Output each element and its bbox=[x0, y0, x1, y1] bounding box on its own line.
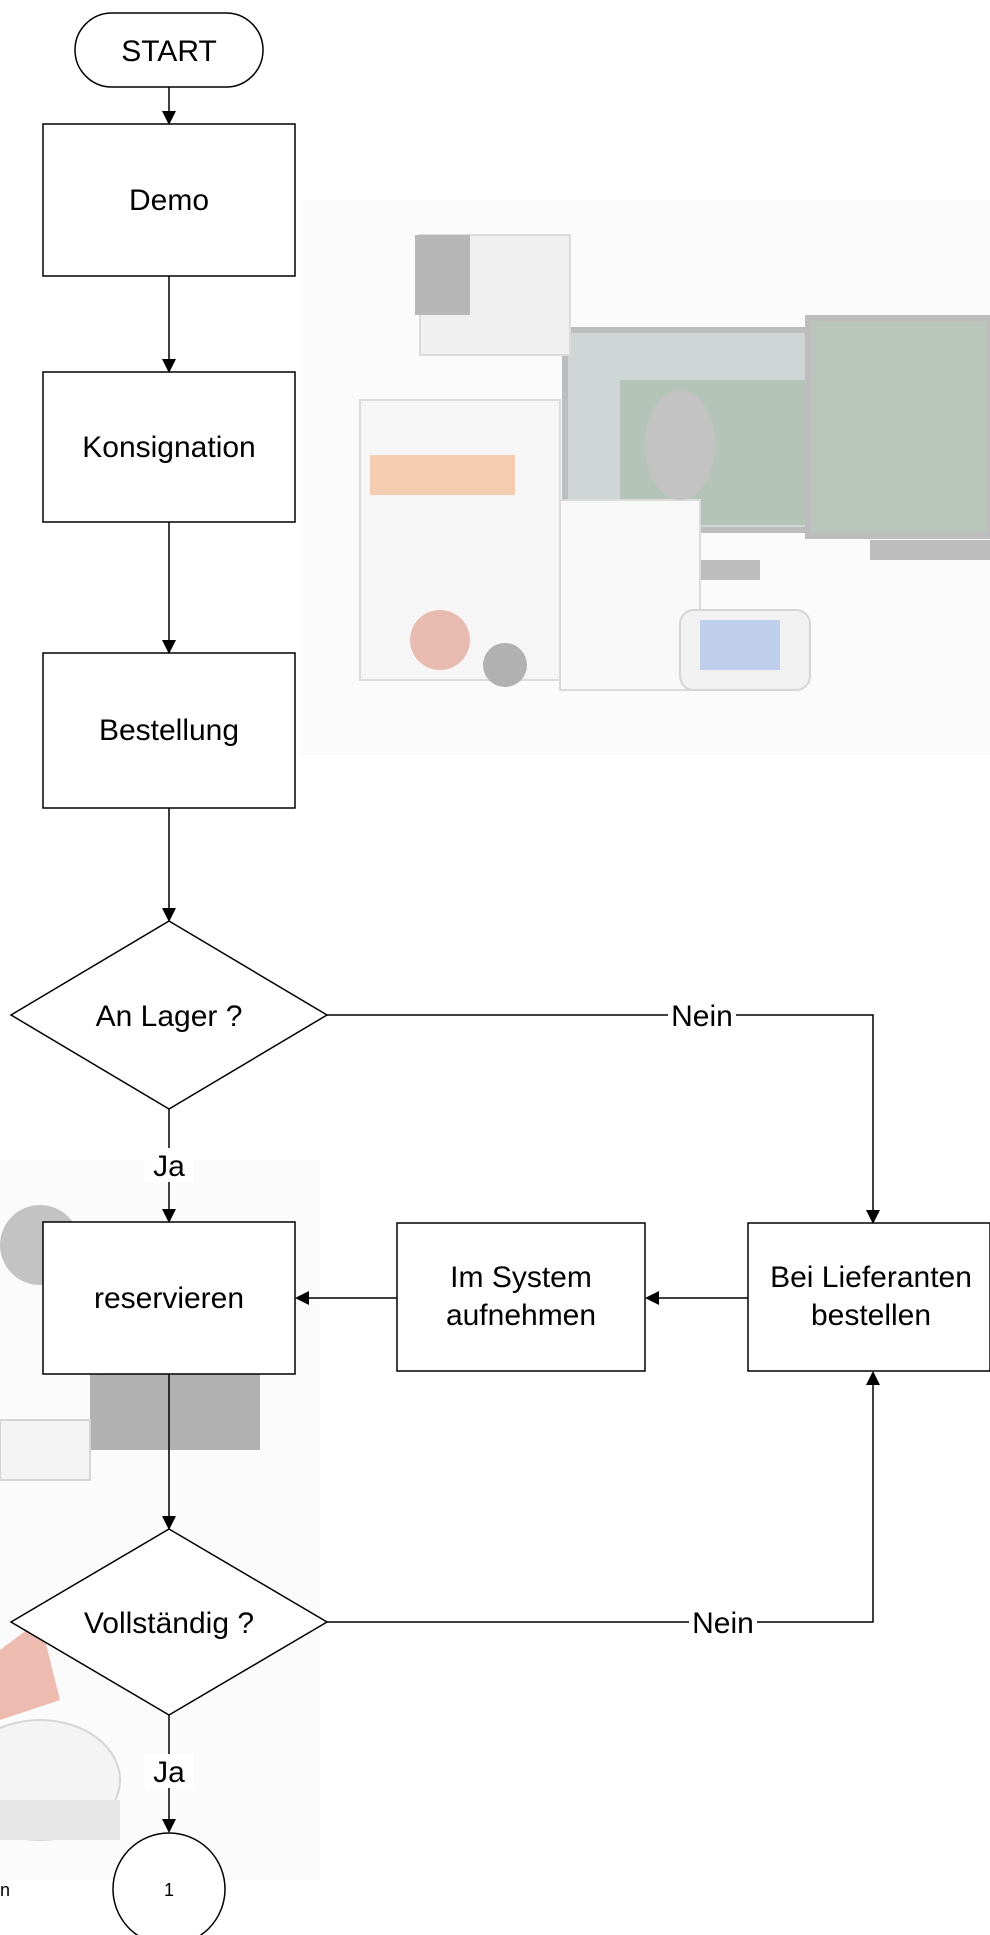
truncated-text: n bbox=[0, 1880, 10, 1900]
bestellung-box bbox=[42, 652, 296, 809]
connector-circle bbox=[112, 1832, 226, 1935]
reservieren-box bbox=[42, 1221, 296, 1375]
im-system-label-line1: Im System bbox=[450, 1261, 592, 1294]
lager-decision-label: An Lager ? bbox=[96, 1000, 243, 1033]
reservieren-label: reservieren bbox=[94, 1282, 244, 1315]
demo-label: Demo bbox=[129, 184, 209, 217]
edge-nein-label-2: Nein bbox=[692, 1607, 754, 1640]
start-label: START bbox=[121, 35, 217, 68]
im-system-label-line2: aufnehmen bbox=[446, 1299, 596, 1332]
lieferant-box bbox=[747, 1222, 990, 1372]
edge-ja-label-1: Ja bbox=[153, 1150, 185, 1183]
konsignation-box bbox=[42, 371, 296, 523]
im-system-box bbox=[396, 1222, 646, 1372]
lieferant-label-line2: bestellen bbox=[811, 1299, 931, 1332]
edge-ja-label-2: Ja bbox=[153, 1756, 185, 1789]
edge-nein-label-1: Nein bbox=[671, 1000, 733, 1033]
bestellung-label: Bestellung bbox=[99, 714, 239, 747]
edge-lager-nein bbox=[327, 1014, 880, 1224]
vollstaendig-decision-label: Vollständig ? bbox=[84, 1607, 254, 1640]
edge-vollstaendig-nein bbox=[327, 1371, 880, 1623]
microscope-with-monitors-photo bbox=[300, 200, 990, 755]
demo-box bbox=[42, 123, 296, 277]
lieferant-label-line1: Bei Lieferanten bbox=[770, 1261, 972, 1294]
konsignation-label: Konsignation bbox=[82, 431, 255, 464]
connector-label: 1 bbox=[164, 1880, 174, 1900]
